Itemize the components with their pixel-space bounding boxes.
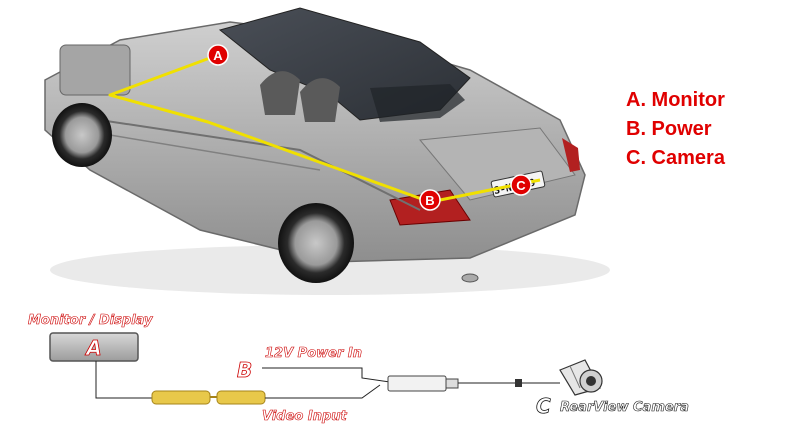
legend-monitor: A. Monitor (626, 89, 725, 111)
legend-power: B. Power (626, 118, 712, 140)
power-wire (262, 367, 391, 383)
rear-wheel (278, 203, 354, 283)
svg-text:B: B (425, 193, 434, 208)
camera-letter: C (536, 394, 551, 418)
rca-connectors (151, 390, 266, 405)
monitor-video-wire (95, 361, 155, 399)
power-letter: B (237, 358, 252, 382)
legend: A. Monitor B. Power C. Camera (626, 86, 725, 173)
video-to-module-wire (265, 384, 381, 399)
svg-text:A: A (213, 48, 223, 63)
car-illustration: S-NC 29 (44, 7, 610, 295)
rearview-camera-label: RearView Camera (560, 400, 689, 415)
point-c-marker: C (510, 174, 532, 196)
rearview-camera (559, 359, 603, 396)
monitor-display-caption: Monitor / Display (28, 313, 153, 328)
front-wheel (52, 103, 112, 167)
monitor-display: A (49, 332, 139, 362)
point-b-marker: B (419, 189, 441, 211)
power-junction-module (387, 375, 459, 392)
power-in-label: 12V Power In (265, 346, 362, 361)
monitor-letter: A (84, 336, 101, 360)
car-wire-route (108, 53, 521, 204)
legend-camera: C. Camera (626, 147, 725, 169)
video-input-label: Video Input (262, 409, 348, 424)
point-a-marker: A (207, 44, 229, 66)
svg-text:C: C (516, 178, 526, 193)
cable-plug (515, 379, 522, 387)
